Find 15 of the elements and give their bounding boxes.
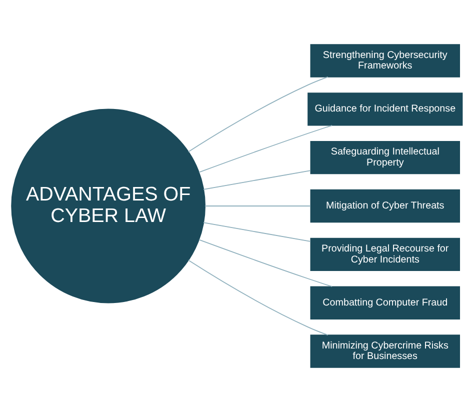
- node-box: Minimizing Cybercrime Risks for Businesses: [310, 334, 460, 368]
- node-box: Providing Legal Recourse for Cyber Incidents: [310, 237, 460, 271]
- connector: [203, 222, 311, 242]
- node-box: Combatting Computer Fraud: [310, 286, 460, 319]
- node-box: Safeguarding Intellectual Property: [310, 140, 460, 174]
- node-box: Mitigation of Cyber Threats: [310, 188, 460, 222]
- connector: [198, 238, 333, 287]
- connector: [198, 124, 333, 172]
- node-circle: ADVANTAGES OF CYBER LAW: [11, 108, 206, 303]
- connector: [188, 259, 328, 335]
- connector: [188, 76, 328, 152]
- node-box: Guidance for Incident Response: [308, 92, 463, 126]
- node-box: Strengthening Cybersecurity Frameworks: [310, 44, 460, 77]
- connector: [203, 170, 311, 190]
- connector: [204, 205, 311, 206]
